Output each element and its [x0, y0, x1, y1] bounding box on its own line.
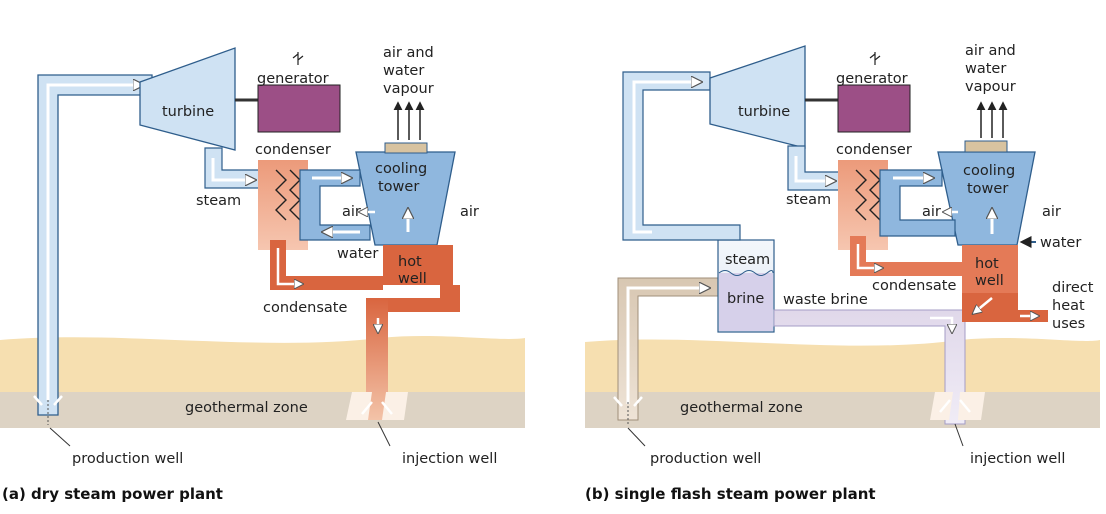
panel-a: turbine generator steam condenser coolin… — [0, 45, 525, 503]
ground-sand-b — [585, 338, 1100, 392]
direct-label-3-b: uses — [1052, 316, 1085, 332]
brine-fill-b — [719, 273, 773, 331]
air-left-label-b: air — [922, 204, 941, 220]
condenser-label-a: condenser — [255, 142, 331, 158]
generator-b — [837, 84, 911, 133]
condenser-coil-a — [275, 169, 301, 221]
turbine-label-a: turbine — [162, 104, 214, 120]
inject-spread-a — [361, 401, 393, 415]
steam-label-b: steam — [786, 192, 831, 208]
caption-b: (b) single flash steam power plant — [585, 485, 876, 503]
cooling-loop-b — [879, 169, 956, 237]
production-pointer-b — [627, 427, 646, 447]
tower-fan-a — [384, 142, 428, 154]
cooling-label-1-b: cooling — [963, 163, 1015, 179]
injection-fracture-b — [930, 392, 985, 420]
cooling-loop-a — [299, 169, 371, 241]
production-pointer-a — [49, 427, 71, 447]
separator-steam-label-b: steam — [725, 252, 770, 268]
brine-label-b: brine — [727, 291, 764, 307]
steam-arrow-a — [211, 158, 252, 180]
caption-a: (a) dry steam power plant — [2, 485, 223, 503]
turbine-label-b: turbine — [738, 104, 790, 120]
condensate-arrow-b — [856, 244, 880, 268]
air-vapour-1-b: air and — [965, 43, 1016, 59]
ground-rock-a — [0, 392, 525, 428]
condenser-label-b: condenser — [836, 142, 912, 158]
injection-pointer-a — [377, 421, 391, 447]
air-vapour-2-b: water — [965, 61, 1006, 77]
generator-label-b: generator — [836, 71, 908, 87]
hot-label-1-a: hot — [398, 254, 422, 270]
production-label-a: production well — [72, 451, 183, 467]
condensate-arrow-a — [276, 248, 300, 284]
cooling-label-1-a: cooling — [375, 161, 427, 177]
power-line-a — [292, 52, 304, 65]
hotwell-arrow-b — [975, 297, 993, 312]
cooling-label-2-b: tower — [967, 181, 1008, 197]
hot-label-2-b: well — [975, 273, 1004, 289]
turbine-a — [139, 47, 236, 151]
condensate-label-a: condensate — [263, 300, 347, 316]
inject-spread-b — [939, 399, 971, 413]
water-label-b: water — [1040, 235, 1081, 251]
hot-label-2-a: well — [398, 271, 427, 287]
water-label-a: water — [337, 246, 378, 262]
ground-rock-b — [585, 392, 1100, 428]
injection-label-b: injection well — [970, 451, 1065, 467]
hot-well-a — [383, 245, 453, 285]
steam-arrow-b — [794, 156, 832, 181]
geothermal-label-a: geothermal zone — [185, 400, 308, 416]
injection-label-a: injection well — [402, 451, 497, 467]
hot-label-1-b: hot — [975, 256, 999, 272]
injection-pointer-b — [954, 423, 964, 447]
hotwell-outlet-a — [388, 285, 460, 312]
turbine-b — [709, 45, 806, 149]
waste-brine-label-b: waste brine — [783, 292, 868, 308]
steam-arrow-up-b — [632, 82, 698, 234]
air-vapour-1-a: air and — [383, 45, 434, 61]
power-line-b — [869, 52, 881, 65]
brine-arrow-b — [930, 316, 952, 330]
panel-b: steam brine waste brine turbine generato… — [585, 43, 1100, 503]
flow-arrow-up-b — [626, 288, 706, 404]
condensate-label-b: condensate — [872, 278, 956, 294]
condensate-pipe-a — [270, 240, 383, 290]
intake-arrows-b — [613, 396, 643, 407]
generator-label-a: generator — [257, 71, 329, 87]
cooling-label-2-a: tower — [378, 179, 419, 195]
air-right-label-b: air — [1042, 204, 1061, 220]
direct-label-2-b: heat — [1052, 298, 1085, 314]
direct-heat-pipe-b — [962, 293, 1048, 322]
production-label-b: production well — [650, 451, 761, 467]
air-vapour-3-a: vapour — [383, 81, 434, 97]
tower-fan-b — [964, 140, 1008, 153]
air-left-label-a: air — [342, 204, 361, 220]
air-right-label-a: air — [460, 204, 479, 220]
direct-label-1-b: direct — [1052, 280, 1094, 296]
generator-a — [257, 84, 341, 133]
geothermal-label-b: geothermal zone — [680, 400, 803, 416]
air-vapour-2-a: water — [383, 63, 424, 79]
air-vapour-3-b: vapour — [965, 79, 1016, 95]
hot-well-b — [962, 245, 1018, 293]
intake-arrows-a — [33, 395, 63, 406]
ground-sand-a — [0, 336, 525, 392]
flow-arrow-up-a — [46, 85, 140, 400]
condenser-coil-b — [855, 169, 881, 221]
steam-label-a: steam — [196, 193, 241, 209]
brine-surface-b — [718, 270, 774, 276]
